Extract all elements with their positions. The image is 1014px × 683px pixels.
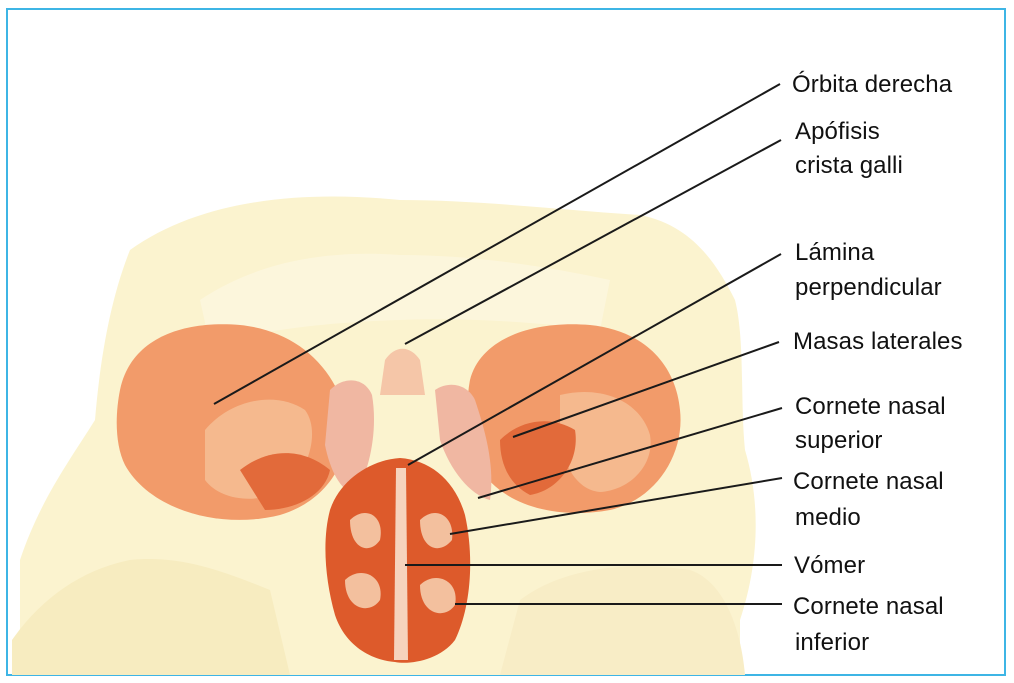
label-masas-laterales: Masas laterales [793,327,963,356]
label-cornete-inferior-line2: inferior [795,628,869,657]
label-cornete-medio-line1: Cornete nasal [793,467,944,496]
label-cornete-medio-line2: medio [795,503,861,532]
label-cornete-inferior-line1: Cornete nasal [793,592,944,621]
label-lamina-line1: Lámina [795,238,874,267]
label-orbita-derecha: Órbita derecha [792,70,952,99]
label-apofisis-line1: Apófisis [795,117,880,146]
label-cornete-superior-line2: superior [795,426,883,455]
label-vomer: Vómer [794,551,865,580]
label-apofisis-line2: crista galli [795,151,903,180]
label-cornete-superior-line1: Cornete nasal [795,392,946,421]
label-lamina-line2: perpendicular [795,273,942,302]
